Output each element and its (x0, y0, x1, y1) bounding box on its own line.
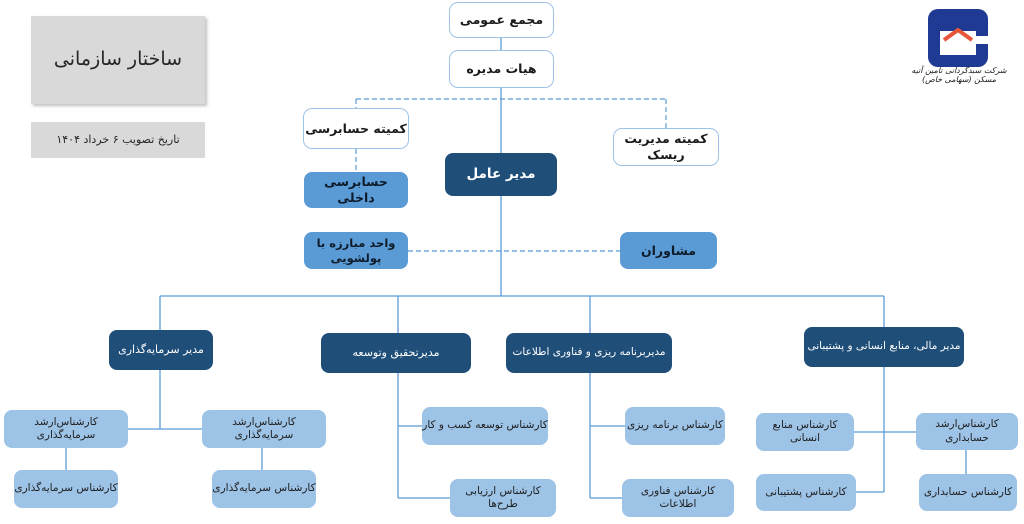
general-assembly-label: مجمع عمومی (459, 12, 544, 28)
senior-accountant-label: کارشناس‌ارشد حسابداری (935, 418, 999, 444)
company-logo-icon (928, 9, 988, 67)
research-head-label: مدیرتحقیق وتوسعه (352, 346, 440, 360)
investment-expert-1-label: کارشناس سرمایه‌گذاری (14, 482, 118, 495)
it-expert-label: کارشناس فناوری اطلاعات (640, 484, 716, 510)
advisors-label: مشاوران (640, 242, 697, 258)
finance-hr-head-label: مدیر مالی، منابع انسانی و پشتیبانی (807, 340, 961, 353)
planning-expert-label: کارشناس برنامه ریزی (626, 419, 724, 432)
general-assembly-box: مجمع عمومی (449, 2, 554, 38)
investment-expert-2-box: کارشناس سرمایه‌گذاری (212, 470, 316, 508)
investment-senior-2-box: کارشناس‌ارشد سرمایه‌گذاری (202, 410, 326, 448)
it-expert-box: کارشناس فناوری اطلاعات (622, 479, 734, 517)
bizdev-expert-box: کارشناس توسعه کسب و کار (422, 407, 548, 445)
internal-audit-label: حسابرسی داخلی (324, 174, 388, 205)
approval-date: تاریخ تصویب ۶ خرداد ۱۴۰۴ (31, 122, 205, 158)
audit-committee-label: کمیته حسابرسی (305, 120, 407, 136)
investment-expert-1-box: کارشناس سرمایه‌گذاری (14, 470, 118, 508)
company-logo-caption: شرکت سبدگردانی تامین آتیه مسکن (سهامی خا… (911, 66, 1007, 84)
support-expert-label: کارشناس پشتیبانی (765, 485, 847, 498)
investment-senior-1-box: کارشناس‌ارشد سرمایه‌گذاری (4, 410, 128, 448)
investment-senior-2-label: کارشناس‌ارشد سرمایه‌گذاری (232, 415, 296, 441)
research-head-box: مدیرتحقیق وتوسعه (321, 333, 471, 373)
aml-unit-label: واحد مبارزه با پولشویی (316, 236, 396, 265)
planning-expert-box: کارشناس برنامه ریزی (625, 407, 725, 445)
board-box: هیات مدیره (449, 50, 554, 88)
senior-accountant-box: کارشناس‌ارشد حسابداری (916, 413, 1018, 450)
hr-expert-box: کارشناس منابع انسانی (756, 413, 854, 451)
planning-it-head-label: مدیربرنامه ریزی و فناوری اطلاعات (512, 346, 666, 359)
internal-audit-box: حسابرسی داخلی (304, 172, 408, 208)
ceo-box: مدیر عامل (445, 153, 557, 196)
board-label: هیات مدیره (466, 61, 537, 77)
investment-head-label: مدیر سرمایه‌گذاری (118, 343, 204, 357)
investment-senior-1-label: کارشناس‌ارشد سرمایه‌گذاری (34, 415, 98, 441)
risk-committee-box: کمیته مدیریت ریسک (613, 128, 719, 166)
approval-date-text: تاریخ تصویب ۶ خرداد ۱۴۰۴ (56, 133, 180, 147)
advisors-box: مشاوران (620, 232, 717, 269)
bizdev-expert-label: کارشناس توسعه کسب و کار (422, 419, 548, 432)
page-title-text: ساختار سازمانی (53, 48, 183, 71)
accountant-box: کارشناس حسابداری (919, 474, 1017, 511)
ceo-label: مدیر عامل (466, 166, 536, 183)
finance-hr-head-box: مدیر مالی، منابع انسانی و پشتیبانی (804, 327, 964, 367)
hr-expert-label: کارشناس منابع انسانی (772, 418, 838, 444)
accountant-label: کارشناس حسابداری (923, 485, 1013, 498)
risk-committee-label: کمیته مدیریت ریسک (624, 131, 708, 162)
audit-committee-box: کمیته حسابرسی (303, 108, 409, 149)
project-eval-expert-box: کارشناس ارزیابی طرح‌ها (450, 479, 556, 517)
project-eval-expert-label: کارشناس ارزیابی طرح‌ها (465, 484, 541, 510)
support-expert-box: کارشناس پشتیبانی (756, 474, 856, 511)
investment-head-box: مدیر سرمایه‌گذاری (109, 330, 213, 370)
planning-it-head-box: مدیربرنامه ریزی و فناوری اطلاعات (506, 333, 672, 373)
investment-expert-2-label: کارشناس سرمایه‌گذاری (212, 482, 316, 495)
aml-unit-box: واحد مبارزه با پولشویی (304, 232, 408, 269)
page-title: ساختار سازمانی (31, 16, 205, 104)
